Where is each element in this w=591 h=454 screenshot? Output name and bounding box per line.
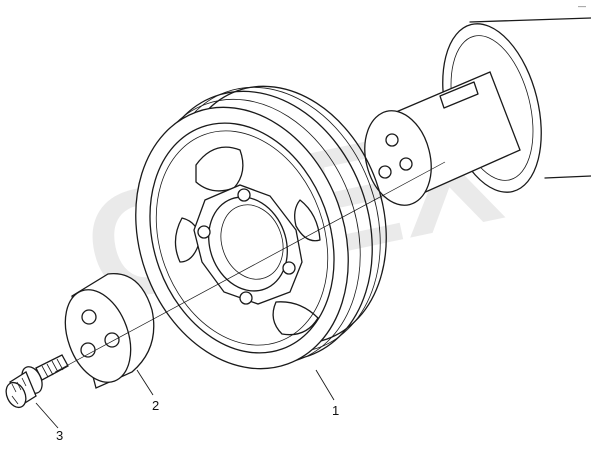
pulley-part — [135, 85, 387, 370]
leader-line-2 — [136, 369, 154, 396]
callout-3: 3 — [56, 428, 63, 443]
callout-1: 1 — [332, 403, 339, 418]
crankshaft-end — [364, 17, 591, 206]
bolt-part — [5, 354, 69, 409]
leader-line-1 — [315, 369, 335, 401]
center-axis — [54, 161, 446, 373]
leader-line-3 — [35, 402, 59, 429]
corner-mark: — — [578, 2, 586, 11]
callout-2: 2 — [152, 398, 159, 413]
spacer-part — [64, 273, 155, 389]
